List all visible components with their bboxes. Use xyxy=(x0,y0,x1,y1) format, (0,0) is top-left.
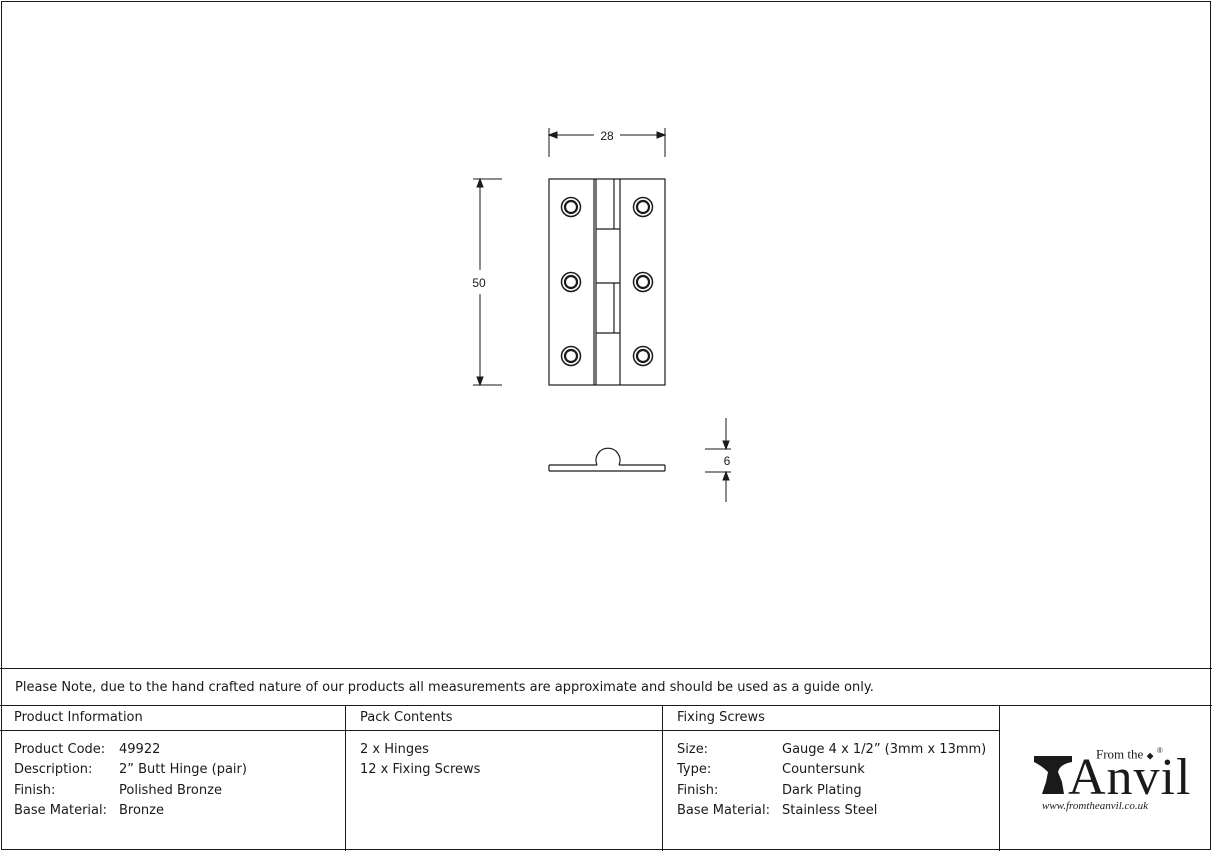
finish-row: Finish: Polished Bronze xyxy=(14,780,345,801)
screw-base-material-row: Base Material: Stainless Steel xyxy=(677,801,999,822)
screw-hole xyxy=(560,345,582,367)
product-information-panel: Product Information Product Code: 49922 … xyxy=(0,706,346,851)
logo-wordmark: Anvil xyxy=(1068,749,1192,806)
measurement-note: Please Note, due to the hand crafted nat… xyxy=(0,668,1212,706)
thickness-dimension-label: 6 xyxy=(724,454,731,468)
screw-hole xyxy=(632,271,654,293)
screw-hole xyxy=(560,196,582,218)
row-value: 49922 xyxy=(119,741,161,757)
list-item: 12 x Fixing Screws xyxy=(360,762,481,778)
row-value: Countersunk xyxy=(782,762,865,778)
product-code-row: Product Code: 49922 xyxy=(14,739,345,760)
pack-contents-panel: Pack Contents 2 x Hinges 12 x Fixing Scr… xyxy=(346,706,663,851)
row-value: Polished Bronze xyxy=(119,782,222,798)
screw-hole xyxy=(560,271,582,293)
list-item: 2 x Hinges xyxy=(360,741,429,757)
fixing-screws-panel: Fixing Screws Size: Gauge 4 x 1/2” (3mm … xyxy=(663,706,1000,851)
row-label: Finish: xyxy=(14,782,56,798)
technical-drawing: 28 50 xyxy=(472,128,731,502)
row-label: Base Material: xyxy=(677,803,770,819)
measurement-note-text: Please Note, due to the hand crafted nat… xyxy=(15,680,874,695)
row-label: Base Material: xyxy=(14,803,107,819)
product-information-heading: Product Information xyxy=(0,706,345,731)
row-label: Type: xyxy=(677,762,712,778)
height-dimension xyxy=(473,177,502,387)
row-label: Description: xyxy=(14,762,93,778)
screw-hole xyxy=(632,196,654,218)
row-label: Finish: xyxy=(677,782,719,798)
screw-holes xyxy=(560,196,654,367)
screw-type-row: Type: Countersunk xyxy=(677,760,999,781)
brand-logo-panel: From the ◆ ® Anvil www.fromtheanvil.co.u… xyxy=(1000,706,1212,851)
screw-size-row: Size: Gauge 4 x 1/2” (3mm x 13mm) xyxy=(677,739,999,760)
anvil-icon xyxy=(1034,756,1072,794)
row-value: Stainless Steel xyxy=(782,803,878,819)
fixing-screws-heading: Fixing Screws xyxy=(663,706,999,731)
screw-hole xyxy=(632,345,654,367)
row-label: Size: xyxy=(677,741,709,757)
row-value: 2” Butt Hinge (pair) xyxy=(119,762,247,778)
hinge-side-view xyxy=(548,447,666,472)
screw-finish-row: Finish: Dark Plating xyxy=(677,780,999,801)
logo-url: www.fromtheanvil.co.uk xyxy=(1042,800,1149,812)
logo-from-the: From the ◆ ® xyxy=(1096,746,1163,762)
from-the-anvil-logo: From the ◆ ® Anvil www.fromtheanvil.co.u… xyxy=(1034,744,1190,816)
row-value: Dark Plating xyxy=(782,782,862,798)
thickness-dimension xyxy=(705,418,731,502)
width-dimension xyxy=(547,128,667,157)
pack-contents-heading: Pack Contents xyxy=(346,706,662,731)
row-label: Product Code: xyxy=(14,741,106,757)
row-value: Gauge 4 x 1/2” (3mm x 13mm) xyxy=(782,741,987,757)
base-material-row: Base Material: Bronze xyxy=(14,801,345,822)
description-row: Description: 2” Butt Hinge (pair) xyxy=(14,760,345,781)
row-value: Bronze xyxy=(119,803,164,819)
hinge-front-view xyxy=(548,178,666,386)
height-dimension-label: 50 xyxy=(472,276,486,290)
width-dimension-label: 28 xyxy=(600,129,614,143)
